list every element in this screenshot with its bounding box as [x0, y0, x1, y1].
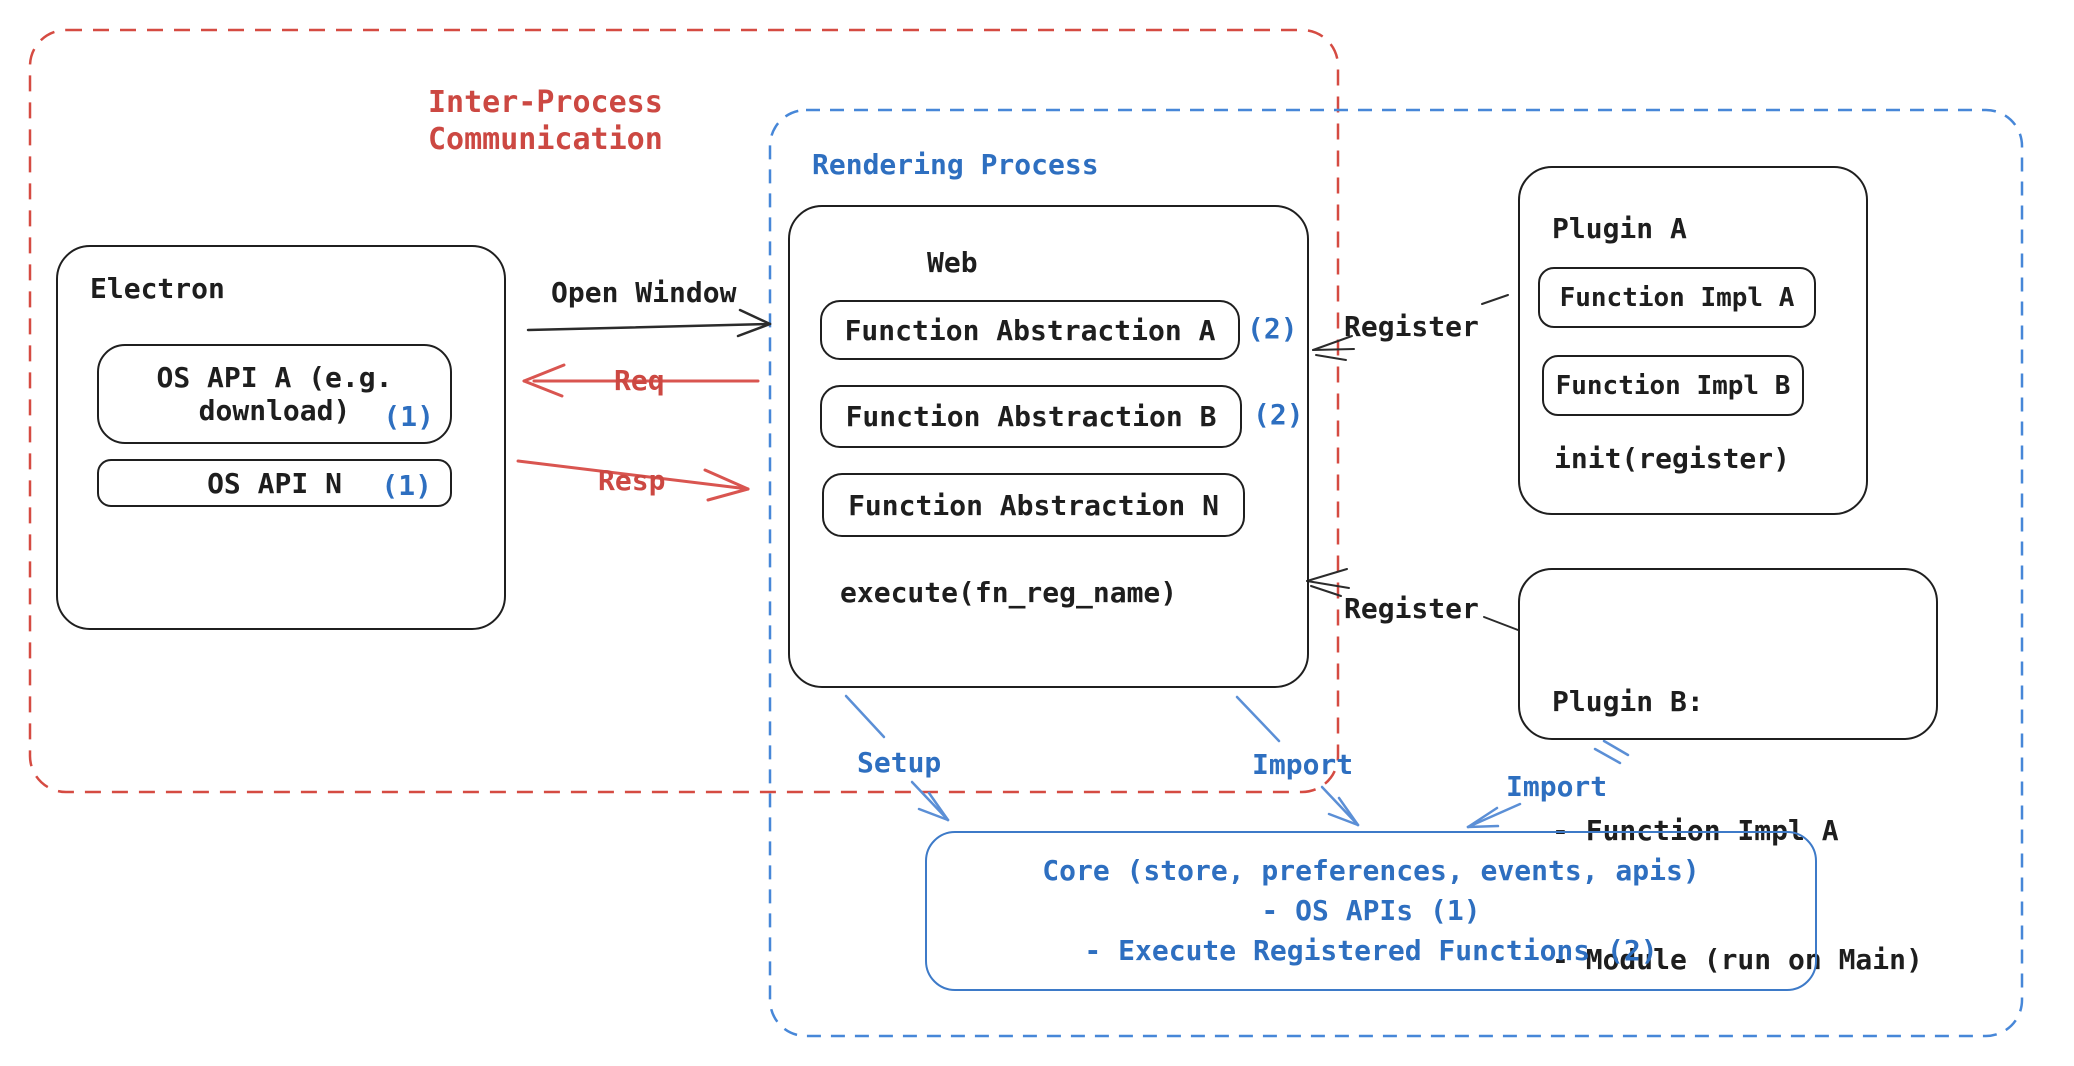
function-abstraction-a-badge: (2): [1247, 312, 1298, 345]
execute-label: execute(fn_reg_name): [840, 576, 1178, 609]
electron-node: [56, 245, 506, 630]
function-abstraction-a-node: Function Abstraction A: [820, 300, 1240, 360]
os-api-a-label-line1: OS API A (e.g.: [156, 361, 393, 394]
core-line3: - Execute Registered Functions (2): [1084, 934, 1658, 967]
register-bottom-label: Register: [1344, 592, 1479, 625]
resp-label: Resp: [598, 464, 666, 497]
plugin-b-title: Plugin B:: [1552, 685, 1704, 718]
web-node: [788, 205, 1309, 688]
plugin-b-text: Plugin B: - Function Impl A - Module (ru…: [1552, 594, 1923, 1066]
function-impl-b-label: Function Impl B: [1555, 370, 1791, 401]
init-register-label: init(register): [1554, 442, 1791, 475]
setup-label: Setup: [857, 746, 942, 779]
function-abstraction-n-label: Function Abstraction N: [848, 488, 1219, 522]
plugin-a-title: Plugin A: [1552, 212, 1687, 245]
web-title: Web: [927, 246, 978, 279]
function-abstraction-n-node: Function Abstraction N: [822, 473, 1245, 537]
os-api-a-label-line2: download): [198, 394, 351, 427]
os-api-n-label: OS API N: [207, 466, 342, 500]
os-api-a-badge: (1): [383, 400, 434, 433]
function-impl-a-node: Function Impl A: [1538, 267, 1816, 328]
register-top-label: Register: [1344, 310, 1479, 343]
os-api-a-node: OS API A (e.g. download) (1): [97, 344, 452, 444]
open-window-arrow: [526, 308, 772, 338]
core-line1: Core (store, preferences, events, apis): [1042, 854, 1700, 887]
function-abstraction-b-badge: (2): [1253, 398, 1304, 431]
req-label: Req: [614, 364, 665, 397]
os-api-n-badge: (1): [381, 469, 432, 502]
function-abstraction-b-node: Function Abstraction B: [820, 385, 1242, 448]
import-web-label: Import: [1252, 748, 1354, 781]
open-window-label: Open Window: [551, 276, 737, 309]
function-impl-a-label: Function Impl A: [1559, 282, 1795, 313]
ipc-group-label: Inter-Process Communication: [428, 85, 663, 157]
plugin-b-node: [1518, 568, 1938, 740]
os-api-n-node: OS API N (1): [97, 459, 452, 507]
function-impl-b-node: Function Impl B: [1542, 355, 1804, 416]
rendering-group-label: Rendering Process: [812, 148, 1099, 181]
core-node: Core (store, preferences, events, apis) …: [925, 831, 1817, 991]
core-line2: - OS APIs (1): [1261, 894, 1481, 927]
import-plugin-label: Import: [1506, 770, 1608, 803]
plugin-a-node: [1518, 166, 1868, 515]
function-abstraction-a-label: Function Abstraction A: [844, 313, 1216, 347]
electron-title: Electron: [90, 272, 225, 305]
function-abstraction-b-label: Function Abstraction B: [845, 400, 1217, 433]
